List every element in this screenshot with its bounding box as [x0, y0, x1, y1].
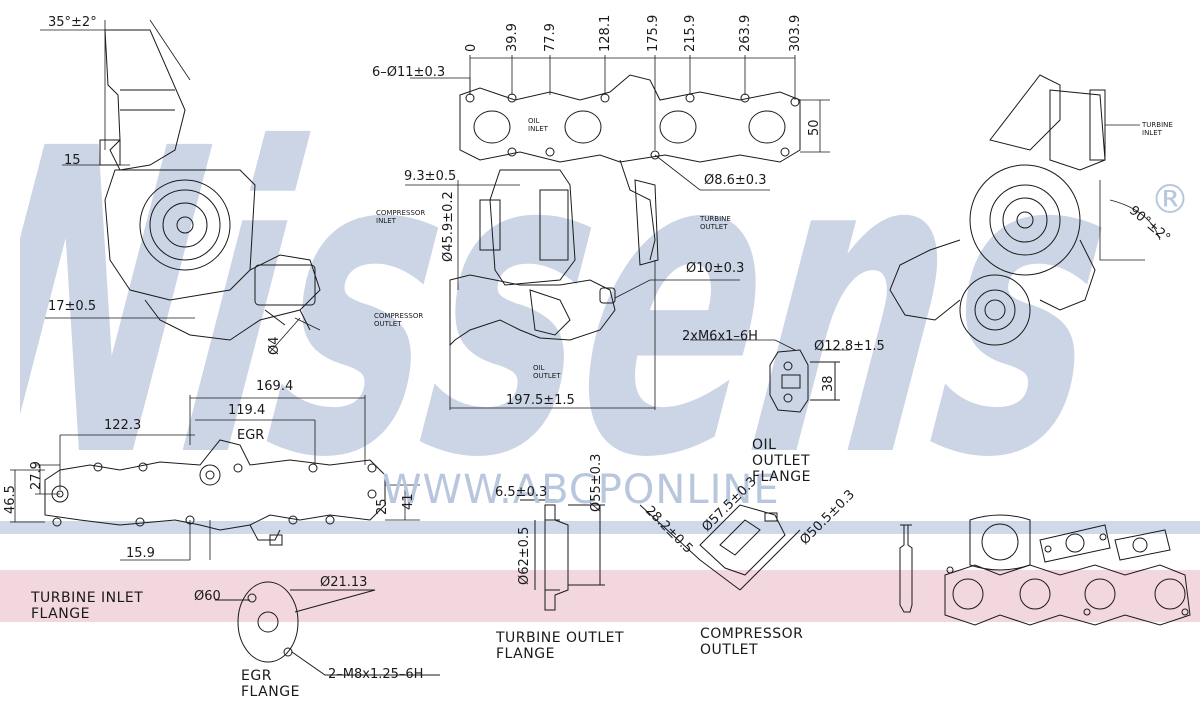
label-turbine-outlet-arrow: TURBINE OUTLET: [700, 215, 731, 231]
dim-197-5: 197.5±1.5: [506, 393, 575, 408]
manifold-dims: [10, 395, 420, 561]
dim-303-9: 303.9: [788, 14, 803, 52]
label-egr: EGR: [237, 428, 265, 443]
compressor-outlet-flange-part: [639, 504, 801, 591]
dim-m8: 2–M8x1.25–6H: [328, 667, 424, 682]
egr-flange-part: [215, 581, 440, 676]
dim-39-9: 39.9: [505, 23, 520, 52]
label-compressor-outlet: COMPRESSOR OUTLET: [700, 626, 804, 659]
turbo-center-view: [449, 169, 659, 347]
dim-50: 50: [807, 119, 822, 136]
dim-128-1: 128.1: [598, 14, 613, 52]
dim-38: 38: [821, 375, 836, 392]
turbo-side-view: [99, 29, 321, 341]
dim-169-4: 169.4: [256, 379, 294, 394]
dim-263-9: 263.9: [738, 14, 753, 52]
dim-0: 0: [464, 43, 479, 52]
label-turbine-outlet-flange: TURBINE OUTLET FLANGE: [496, 630, 625, 663]
dim-dia-45-9: Ø45.9±0.2: [441, 191, 456, 262]
dim-77-9: 77.9: [543, 23, 558, 52]
turbine-outlet-flange-part: [520, 499, 605, 611]
dim-17: 17±0.5: [48, 299, 97, 314]
dim-6-5: 6.5±0.3: [495, 485, 548, 500]
top-left-dims: [40, 19, 321, 353]
dim-dia-12-8: Ø12.8±1.5: [814, 339, 885, 354]
dim-dia-60: Ø60: [194, 589, 221, 604]
dim-6x11: 6–Ø11±0.3: [372, 65, 446, 80]
label-oil-outlet-flange: OIL OUTLET FLANGE: [752, 437, 811, 486]
angle-35: 35°±2°: [48, 15, 97, 30]
label-oil-inlet: OIL INLET: [528, 117, 548, 133]
dim-25: 25: [375, 498, 390, 515]
dim-122-3: 122.3: [104, 418, 142, 433]
turbo-perspective-view: [889, 74, 1106, 346]
oil-flange-small: [769, 349, 840, 413]
label-compressor-inlet: COMPRESSOR INLET: [376, 209, 426, 225]
dim-dia-4: Ø4: [267, 336, 282, 355]
dim-15: 15: [64, 153, 81, 168]
gasket-set: [899, 514, 1191, 626]
dim-46-5: 46.5: [3, 485, 18, 514]
dim-175-9: 175.9: [646, 14, 661, 52]
dim-119-4: 119.4: [228, 403, 266, 418]
label-turbine-inlet-right: TURBINE INLET: [1142, 121, 1173, 137]
label-egr-flange: EGR FLANGE: [241, 668, 300, 701]
dim-dia-10: Ø10±0.3: [686, 261, 745, 276]
dim-dia-55: Ø55±0.3: [589, 453, 604, 512]
dim-dia-62: Ø62±0.5: [517, 526, 532, 585]
dim-dia-8-6: Ø8.6±0.3: [704, 173, 767, 188]
dim-215-9: 215.9: [683, 14, 698, 52]
label-oil-outlet-arrow: OIL OUTLET: [533, 364, 561, 380]
label-compressor-outlet-arrow: COMPRESSOR OUTLET: [374, 312, 424, 328]
center-dims: [405, 55, 850, 410]
manifold-top-view: [459, 74, 801, 261]
dim-9-3: 9.3±0.5: [404, 169, 457, 184]
dim-m6: 2xM6x1–6H: [682, 329, 758, 344]
manifold-front-view: [44, 439, 386, 546]
dim-41: 41: [401, 493, 416, 510]
dim-dia-21-13: Ø21.13: [320, 575, 368, 590]
right-dims: [1099, 124, 1161, 261]
label-turbine-inlet-flange: TURBINE INLET FLANGE: [31, 590, 144, 623]
dim-27-9: 27.9: [29, 461, 44, 490]
dim-15-9: 15.9: [126, 546, 155, 561]
